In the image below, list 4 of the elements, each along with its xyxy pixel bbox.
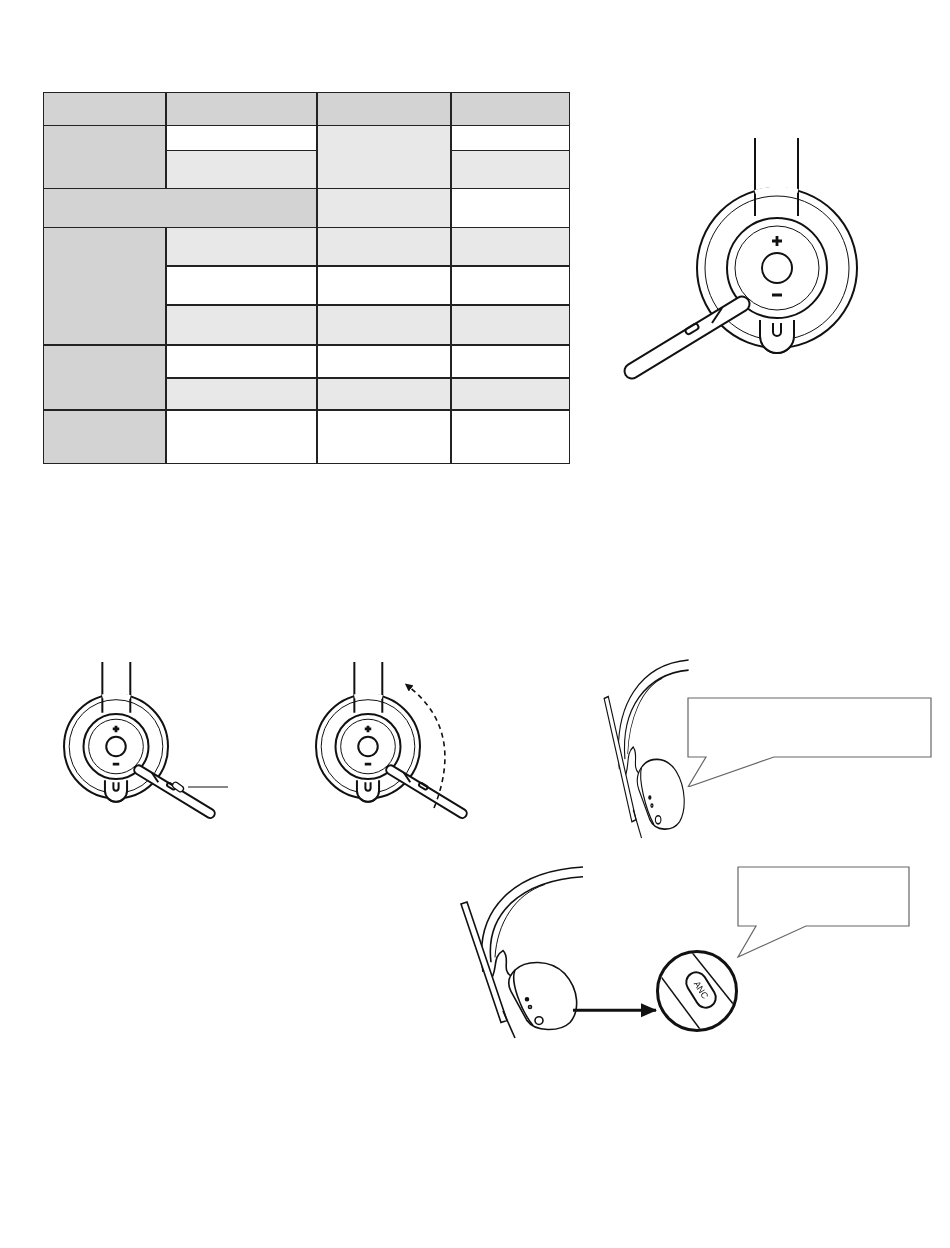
speech-bubble: [736, 866, 910, 958]
leader-line: [187, 786, 229, 788]
speech-bubble: [686, 697, 932, 787]
arrow: [573, 1003, 657, 1018]
